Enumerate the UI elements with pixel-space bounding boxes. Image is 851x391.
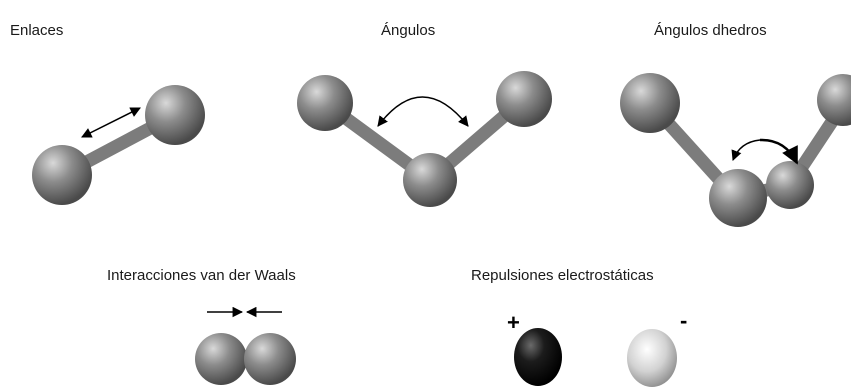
bend-arrow	[377, 96, 469, 127]
label-van-der-waals: Interacciones van der Waals	[107, 267, 296, 284]
negative-atom	[627, 329, 677, 387]
atom	[709, 169, 767, 227]
van-der-waals-pair	[195, 306, 296, 385]
positive-charge-sign: +	[507, 310, 520, 335]
atom	[403, 153, 457, 207]
positive-atom	[514, 328, 562, 386]
atom	[244, 333, 296, 385]
atom	[496, 71, 552, 127]
label-electrostatic: Repulsiones electrostáticas	[471, 267, 654, 284]
torsion-arrow-back	[731, 139, 761, 161]
electrostatic-pair	[514, 328, 677, 387]
atom	[145, 85, 205, 145]
atom	[297, 75, 353, 131]
label-dihedrals: Ángulos dhedros	[654, 22, 767, 39]
dihedral-torsion-molecule	[620, 73, 851, 227]
stretch-arrow	[81, 107, 141, 138]
label-bonds: Enlaces	[10, 22, 64, 39]
atom	[817, 74, 851, 126]
angle-bend-molecule	[297, 71, 552, 207]
bond-stretch-molecule	[32, 85, 205, 205]
negative-charge-sign: -	[680, 308, 688, 333]
atom	[32, 145, 92, 205]
atom	[766, 161, 814, 209]
label-angles: Ángulos	[381, 22, 436, 39]
atom	[195, 333, 247, 385]
atom	[620, 73, 680, 133]
torsion-arrow-front	[759, 138, 799, 165]
